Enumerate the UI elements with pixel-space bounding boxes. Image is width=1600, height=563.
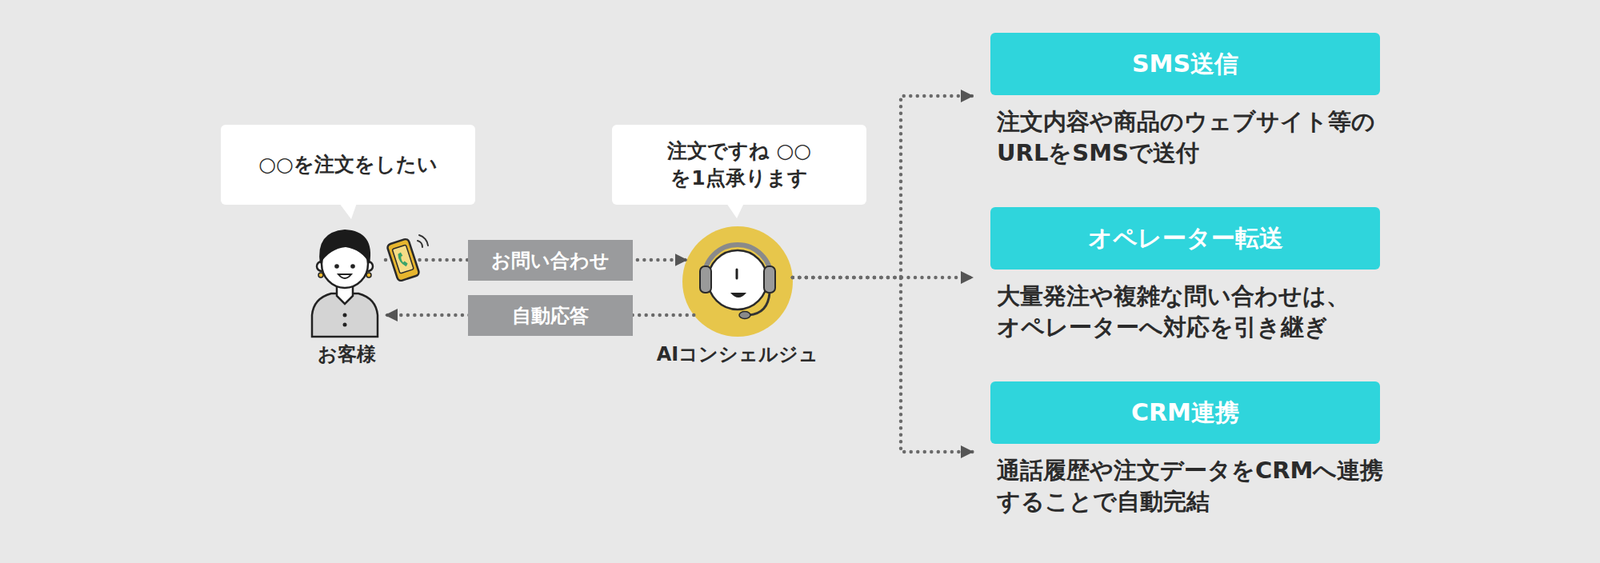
edge-label: 自動応答 (512, 304, 589, 328)
label-box: 自動応答 (468, 295, 633, 336)
flow-connector (792, 276, 973, 280)
headset-mic (739, 312, 751, 320)
customer-button (343, 313, 348, 318)
customer-button (343, 323, 348, 328)
card-header: オペレーター転送 (990, 207, 1380, 270)
headset-mic-boom (748, 292, 770, 316)
customer-eye (334, 264, 340, 269)
label-box: お問い合わせ (468, 240, 633, 281)
ai-eye (736, 269, 739, 279)
customer-body (312, 293, 378, 337)
headset-pad (764, 266, 776, 293)
customer-ear (363, 261, 373, 272)
action-card: オペレーター転送大量発注や複雑な問い合わせは、 オペレーターへ対応を引き継ぎ (990, 207, 1380, 348)
card-header: CRM連携 (990, 381, 1380, 444)
signal-wave (419, 235, 428, 246)
bubble-tail (339, 203, 357, 220)
edge-label: お問い合わせ (491, 248, 610, 273)
ai-badge (682, 226, 793, 337)
phone-body (386, 238, 420, 282)
customer-mouth (338, 274, 352, 279)
speech-bubble: ○○を注文をしたい (220, 124, 476, 205)
flow-connector (792, 277, 973, 452)
headset-pad (700, 266, 712, 293)
card-heading: SMS送信 (1132, 49, 1239, 79)
card-description: 大量発注や複雑な問い合わせは、 オペレーターへ対応を引き継ぎ (990, 280, 1423, 344)
speech-bubble: 注文ですね ○○を1点承ります (612, 124, 867, 205)
customer-earring (366, 272, 372, 278)
customer-earring (318, 272, 324, 278)
card-description: 通話履歴や注文データをCRMへ連携 することで自動完結 (990, 455, 1423, 518)
card-header: SMS送信 (990, 32, 1380, 96)
customer-neck (336, 284, 353, 304)
card-heading: オペレーター転送 (1088, 224, 1284, 253)
customer-ear (316, 261, 327, 272)
figure-label: お客様 (252, 342, 442, 367)
bubble-text: 注文ですね ○○を1点承ります (612, 137, 867, 192)
customer-head (321, 240, 368, 288)
customer-eye (350, 264, 356, 269)
action-card: SMS送信注文内容や商品のウェブサイト等の URLをSMSで送付 (990, 32, 1380, 160)
customer-hair (319, 229, 371, 264)
phone-handset (396, 251, 408, 268)
bubble-tail (726, 203, 744, 219)
ai-head (708, 250, 768, 310)
action-card: CRM連携通話履歴や注文データをCRMへ連携 することで自動完結 (990, 381, 1380, 523)
card-description: 注文内容や商品のウェブサイト等の URLをSMSで送付 (990, 106, 1423, 169)
phone-screen (392, 244, 414, 274)
bubble-text: ○○を注文をしたい (244, 151, 452, 179)
headset-band (704, 244, 772, 279)
signal-wave (417, 240, 423, 248)
figure-label: AIコンシェルジュ (626, 342, 849, 367)
customer-figure: お客様 (308, 225, 386, 367)
ai-mouth (730, 292, 747, 298)
card-heading: CRM連携 (1131, 398, 1240, 428)
ai-concierge: AIコンシェルジュ (682, 226, 793, 367)
